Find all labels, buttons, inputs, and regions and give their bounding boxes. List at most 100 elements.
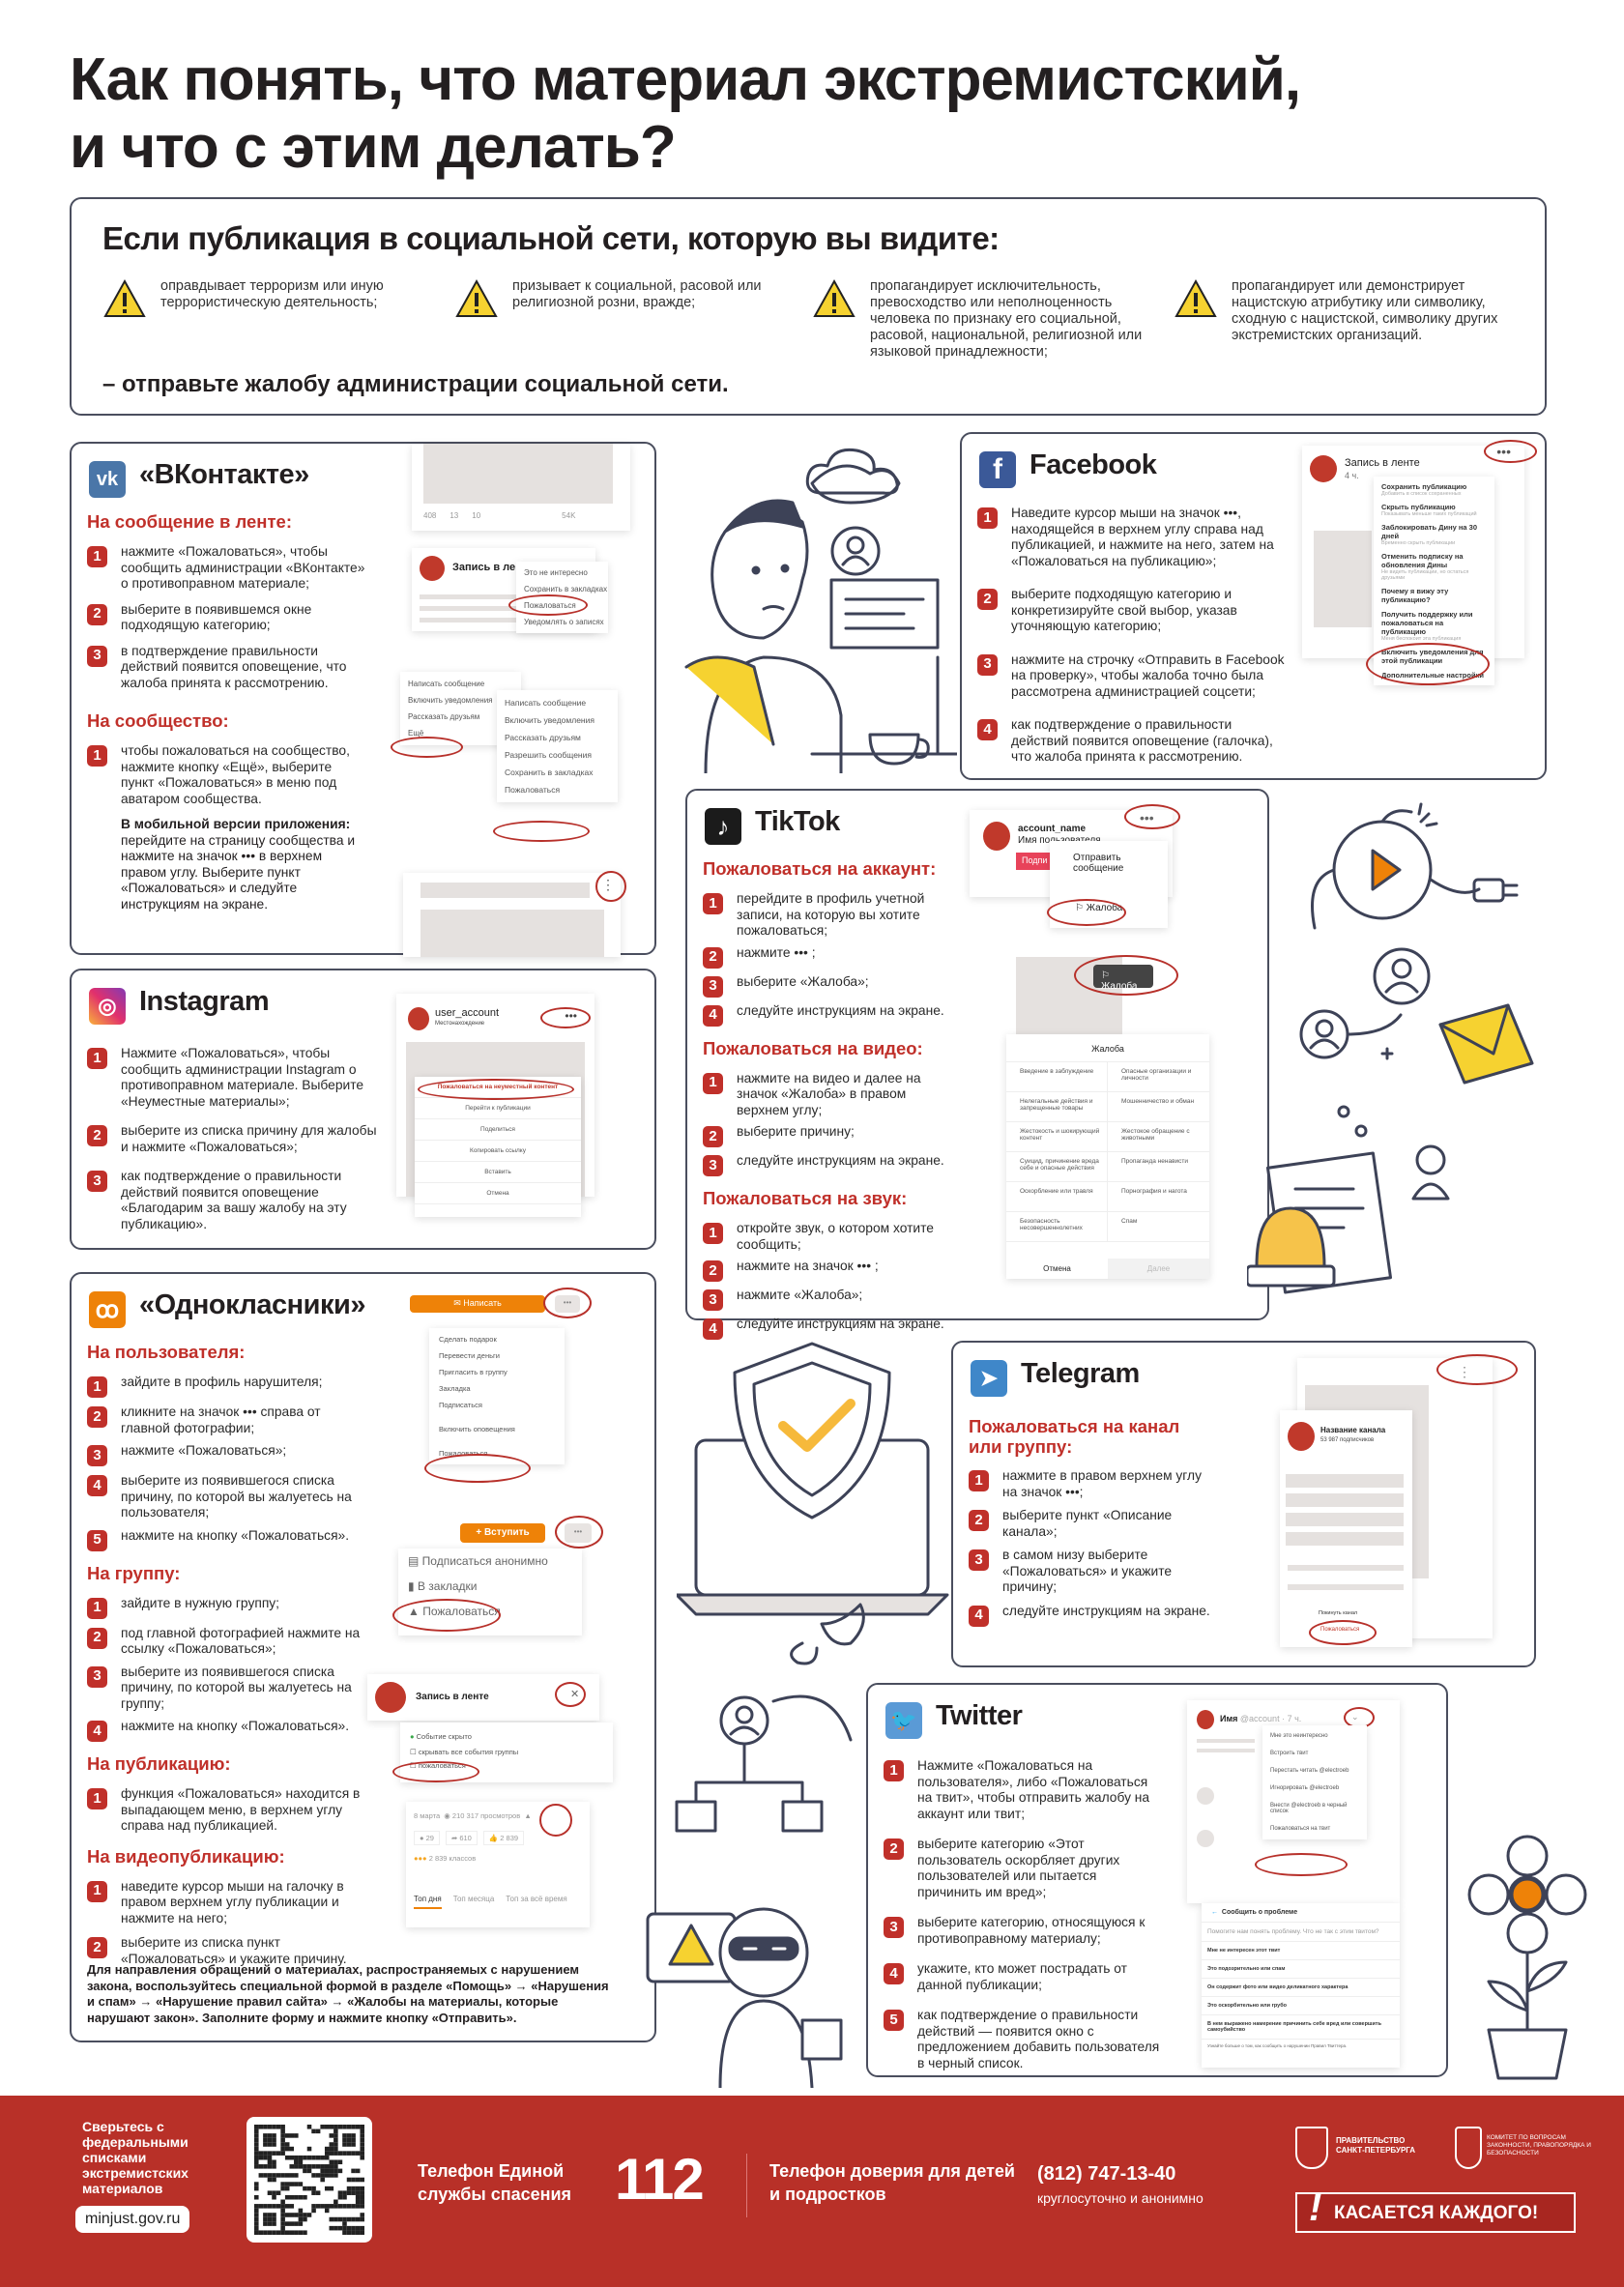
report-reason-option[interactable]: Суицид, причинение вреда себе и опасные … [1006, 1152, 1108, 1182]
report-reason-option[interactable]: Оскорбление или травля [1006, 1182, 1108, 1212]
tab-top-day[interactable]: Топ дня [414, 1895, 442, 1909]
minjust-link[interactable]: minjust.gov.ru [75, 2206, 190, 2233]
step-number-badge: 1 [87, 546, 107, 567]
menu-item[interactable]: Игнорировать @electroeb [1270, 1785, 1340, 1791]
next-button[interactable]: Далее [1108, 1259, 1209, 1279]
card-title: Facebook [1030, 449, 1157, 480]
step-text: выберите пункт «Описание канала»; [1002, 1508, 1173, 1539]
check-icon: ● [410, 1732, 415, 1741]
menu-item[interactable]: Уведомлять о записях [524, 618, 604, 626]
report-option[interactable]: Он содержит фото или видео деликатного х… [1202, 1979, 1400, 1997]
step-number-badge: 4 [977, 719, 998, 740]
subscribe-button[interactable]: Подпи [1016, 853, 1055, 870]
menu-item[interactable]: Отправить сообщение [1073, 853, 1124, 874]
back-arrow-icon[interactable]: ← [1211, 1909, 1218, 1916]
mobile-note: В мобильной версии приложения:перейдите … [121, 817, 356, 912]
menu-item[interactable]: Отмена [415, 1183, 581, 1204]
report-option[interactable]: Это подозрительно или спам [1202, 1960, 1400, 1979]
menu-item[interactable]: Почему я вижу эту публикацию? [1374, 584, 1494, 607]
menu-item[interactable]: Внести @electroeb в черный список [1270, 1803, 1348, 1814]
menu-item[interactable]: Подписаться [439, 1401, 482, 1409]
step-number-badge: 3 [87, 645, 107, 667]
report-menu-item[interactable]: Пожаловаться [505, 785, 561, 795]
vk-logo-icon: vk [89, 461, 126, 498]
learn-more-link[interactable]: Узнайте больше о том, как сообщить о нар… [1207, 2043, 1348, 2048]
menu-item[interactable]: Закладка [439, 1384, 471, 1393]
ok-logo-icon: ꝏ [89, 1291, 126, 1328]
step-text: следуйте инструкциям на экране. [1002, 1603, 1210, 1618]
step-number-badge: 2 [87, 1125, 107, 1146]
menu-item[interactable]: Перейти к публикации [415, 1098, 581, 1119]
menu-item[interactable]: Встроить твит [1270, 1751, 1309, 1756]
menu-item[interactable]: Сделать подарок [439, 1335, 497, 1344]
report-option[interactable]: Мне не интересен этот твит [1202, 1942, 1400, 1960]
menu-item[interactable]: ▤ Подписаться анонимно [408, 1554, 548, 1568]
write-button[interactable]: ✉ Написать [410, 1295, 545, 1313]
criteria-conclusion: – отправьте жалобу администрации социаль… [102, 371, 729, 397]
report-option[interactable]: В нем выражено намерение причинить себе … [1202, 2015, 1400, 2040]
menu-item[interactable]: Поделиться [415, 1119, 581, 1141]
cancel-button[interactable]: Отмена [1043, 1264, 1071, 1273]
menu-item[interactable]: ▮ В закладки [408, 1579, 478, 1593]
menu-item[interactable]: Вставить [415, 1162, 581, 1183]
join-button[interactable]: + Вступить [460, 1523, 545, 1543]
menu-item[interactable]: Пожаловаться на твит [1270, 1826, 1331, 1832]
menu-item[interactable]: Включить оповещения [439, 1425, 515, 1433]
menu-item[interactable]: Включить уведомления [505, 715, 594, 725]
menu-item[interactable]: Рассказать друзьям [408, 712, 480, 721]
step-text: Наведите курсор мыши на значок •••, нахо… [1011, 506, 1274, 568]
step-number-badge: 1 [884, 1760, 904, 1781]
report-option[interactable]: Это оскорбительно или грубо [1202, 1997, 1400, 2015]
card-title: Telegram [1021, 1358, 1140, 1389]
menu-item[interactable]: Написать сообщение [408, 680, 485, 688]
step-number-badge: 1 [87, 1788, 107, 1809]
report-reason-option[interactable]: Жестокость и шокирующий контент [1006, 1122, 1108, 1152]
report-reason-option[interactable]: Введение в заблуждение [1006, 1062, 1108, 1092]
menu-item[interactable]: Перестать читать @electroeb [1270, 1768, 1349, 1774]
step-number-badge: 1 [87, 1880, 107, 1902]
step-text: нажмите на кнопку «Пожаловаться». [121, 1527, 350, 1543]
report-reason-option[interactable]: Безопасность несовершеннолетних [1006, 1212, 1108, 1242]
leave-channel-link[interactable]: Покинуть канал [1319, 1610, 1358, 1616]
report-reason-option[interactable]: Нелегальные действия и запрещенные товар… [1006, 1092, 1108, 1122]
menu-item[interactable]: Перевести деньги [439, 1351, 500, 1360]
hide-all-checkbox[interactable]: ☐ скрывать все события группы [410, 1748, 519, 1756]
report-reason-option[interactable]: Жестокое обращение с животными [1108, 1122, 1209, 1152]
step-text: нажмите ••• ; [737, 944, 816, 960]
menu-item[interactable]: Включить уведомления [408, 696, 493, 705]
report-reason-option[interactable]: Опасные организации и личности [1108, 1062, 1209, 1092]
tab-top-month[interactable]: Топ месяца [452, 1895, 495, 1903]
menu-item[interactable]: Пригласить в группу [439, 1368, 508, 1376]
tab-top-all[interactable]: Топ за всё время [506, 1895, 567, 1903]
more-button[interactable]: Ещё [408, 729, 424, 738]
report-reason-option[interactable]: Порнография и нагота [1108, 1182, 1209, 1212]
menu-item[interactable]: Сохранить в закладках [524, 585, 608, 593]
menu-item[interactable]: Копировать ссылку [415, 1141, 581, 1162]
qr-code[interactable] [246, 2117, 372, 2243]
menu-item-subtitle: Временно скрыть публикации [1381, 540, 1456, 546]
menu-item[interactable]: Это не интересно [524, 568, 588, 577]
section-heading: На сообщение в ленте: [87, 511, 292, 532]
report-reason-option[interactable]: Пропаганда ненависти [1108, 1152, 1209, 1182]
ok-video-post-mock: 8 марта ◉ 210 317 просмотров ▲ ● 29➦ 610… [406, 1802, 590, 1927]
menu-item[interactable]: Рассказать друзьям [505, 733, 581, 742]
report-reason-option[interactable]: Спам [1108, 1212, 1209, 1242]
menu-item[interactable]: Мне это неинтересно [1270, 1733, 1328, 1739]
report-reason-option[interactable]: Мошенничество и обман [1108, 1092, 1209, 1122]
step-text: выберите из появившегося списка причину,… [121, 1664, 352, 1711]
menu-item[interactable]: Сохранить в закладках [505, 767, 594, 777]
menu-item[interactable]: Написать сообщение [505, 698, 587, 708]
menu-item[interactable]: Получить поддержку или пожаловаться на п… [1374, 607, 1494, 645]
trust-phone-label: Телефон доверия для детей и подростков [769, 2161, 1015, 2204]
menu-item[interactable]: Разрешить сообщения [505, 750, 592, 760]
